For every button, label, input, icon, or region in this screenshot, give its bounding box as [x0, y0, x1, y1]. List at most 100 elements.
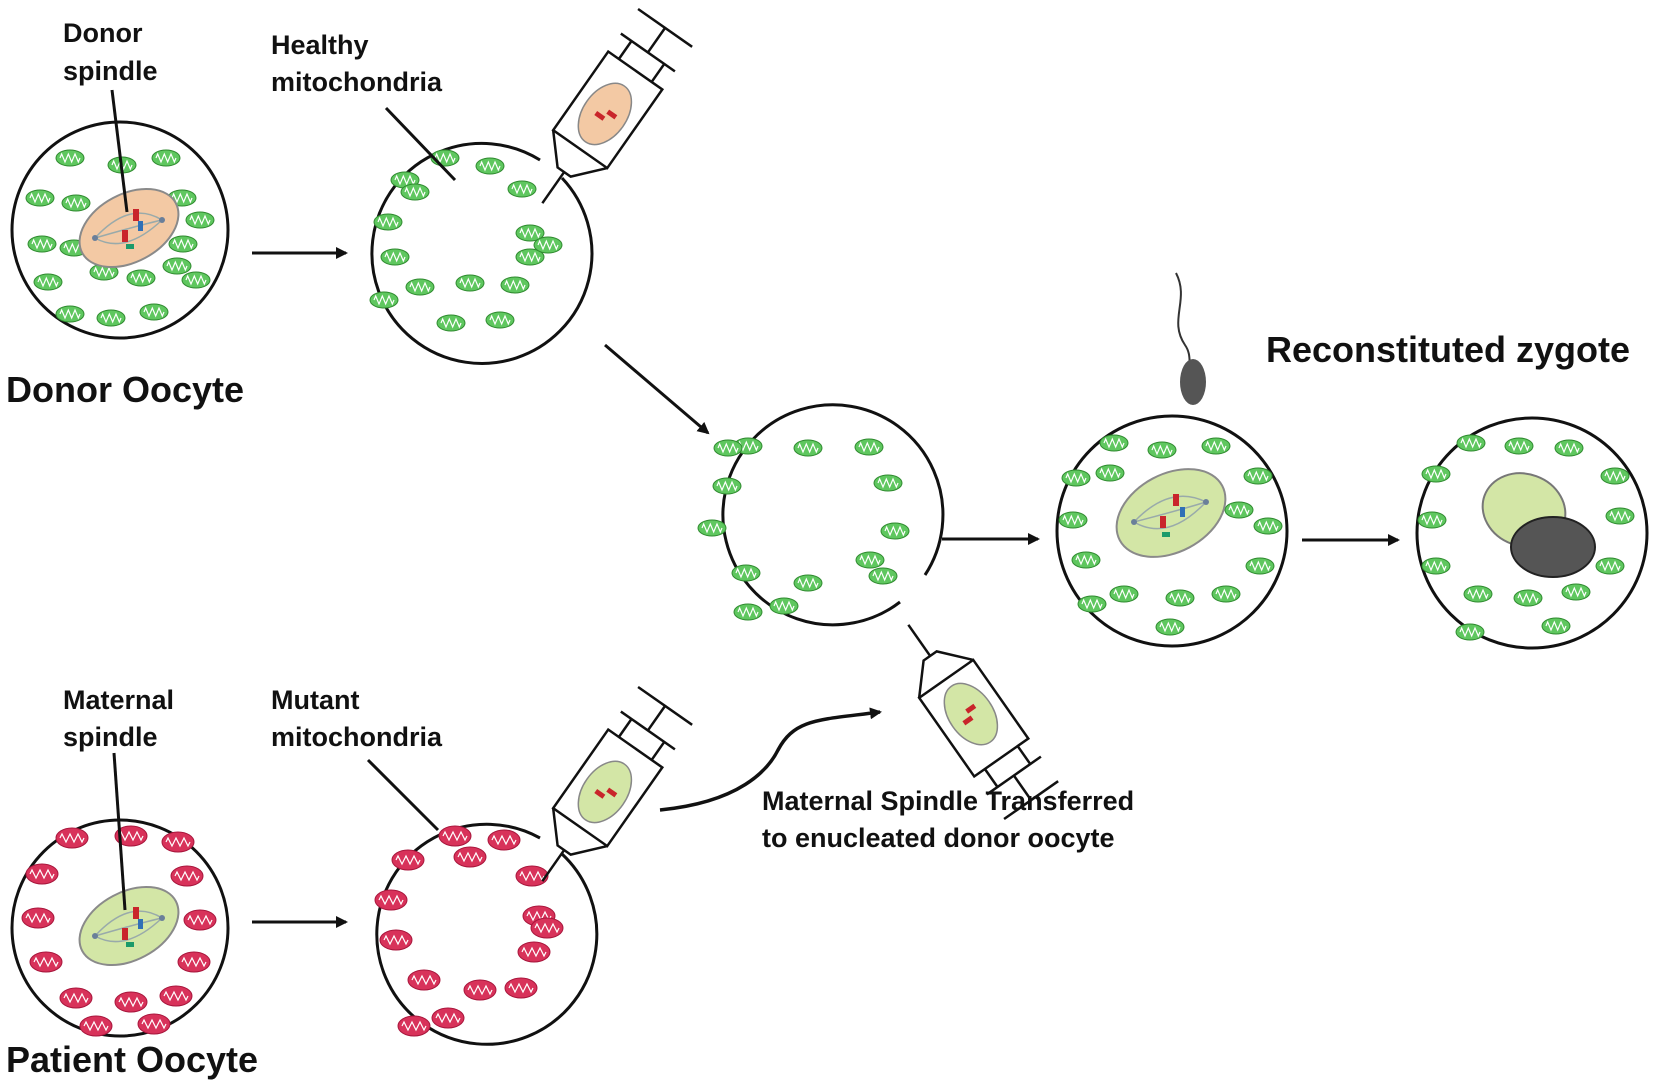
mutant-mitochondrion — [487, 829, 521, 851]
healthy-mitochondrion — [880, 522, 910, 540]
healthy-mitochondrion — [25, 189, 55, 207]
healthy-mitochondrion — [55, 305, 85, 323]
mutant-mitochondrion — [21, 907, 55, 929]
healthy-mitochondrion — [1109, 585, 1139, 603]
mutant-mitochondrion — [374, 889, 408, 911]
mutant-mitochondrion — [504, 977, 538, 999]
mutant-mitochondrion — [170, 865, 204, 887]
healthy-mitochondrion — [436, 314, 466, 332]
transfer-label: Maternal Spindle Transferred to enucleat… — [762, 786, 1142, 853]
healthy-mitochondrion — [1421, 557, 1451, 575]
pipette-icon — [541, 685, 693, 882]
maternal-spindle-label: Maternal spindle — [63, 685, 182, 752]
maternal-spindle-reconstructed — [1115, 468, 1227, 558]
mutant-mitochondrion — [114, 825, 148, 847]
healthy-mitochondrion — [185, 211, 215, 229]
healthy-mitochondrion — [1504, 437, 1534, 455]
healthy-mitochondrion — [868, 567, 898, 585]
mutant-mitochondrion — [29, 951, 63, 973]
mutant-mitochondria — [374, 825, 564, 1037]
sperm-icon — [1175, 272, 1206, 405]
mutant-mitochondrion — [183, 909, 217, 931]
healthy-mitochondrion — [380, 248, 410, 266]
healthy-mitochondrion — [507, 180, 537, 198]
healthy-mitochondrion — [1513, 589, 1543, 607]
healthy-mitochondrion — [139, 303, 169, 321]
healthy-mitochondrion — [1417, 511, 1447, 529]
mutant-mitochondrion — [438, 825, 472, 847]
healthy-mitochondrion — [1561, 583, 1591, 601]
healthy-mitochondrion — [1155, 618, 1185, 636]
healthy-mitochondrion — [181, 271, 211, 289]
mutant-mitochondrion — [59, 987, 93, 1009]
healthy-mitochondrion — [1224, 501, 1254, 519]
healthy-mitochondrion — [1421, 465, 1451, 483]
mutant-mitochondrion — [379, 929, 413, 951]
healthy-mitochondrion — [733, 603, 763, 621]
reconstituted-zygote-title: Reconstituted zygote — [1266, 329, 1630, 370]
mutant-mitochondrion — [161, 831, 195, 853]
mutant-mitochondrion — [177, 951, 211, 973]
healthy-mitochondrion — [697, 519, 727, 537]
healthy-mitochondrion — [1243, 467, 1273, 485]
mutant-mitochondrion — [25, 863, 59, 885]
donor-oocyte-title: Donor Oocyte — [6, 369, 244, 410]
healthy-mitochondrion — [533, 236, 563, 254]
healthy-mitochondria — [697, 437, 910, 621]
healthy-mitochondrion — [713, 439, 743, 457]
healthy-mitochondrion — [793, 439, 823, 457]
curved-arrow-icon — [659, 707, 882, 812]
healthy-mitochondrion — [61, 194, 91, 212]
maternal-spindle — [78, 886, 180, 966]
healthy-mitochondrion — [1099, 434, 1129, 452]
mutant-mitochondrion — [407, 969, 441, 991]
healthy-mitochondrion — [793, 574, 823, 592]
mutant-mitochondrion — [431, 1007, 465, 1029]
healthy-mitochondrion — [873, 474, 903, 492]
mutant-mitochondrion — [530, 917, 564, 939]
healthy-mitochondria — [1417, 434, 1635, 641]
healthy-mitochondria — [369, 149, 563, 332]
healthy-mitochondrion — [405, 278, 435, 296]
healthy-mitochondrion — [1463, 585, 1493, 603]
mutant-mitochondria-label: Mutant mitochondria — [271, 685, 443, 752]
healthy-mitochondrion — [1077, 595, 1107, 613]
healthy-mitochondrion — [1456, 434, 1486, 452]
mutant-mitochondria — [21, 825, 217, 1037]
healthy-mitochondrion — [1147, 441, 1177, 459]
healthy-mitochondrion — [1600, 467, 1630, 485]
healthy-mitochondria — [25, 149, 215, 327]
healthy-mitochondrion — [55, 149, 85, 167]
healthy-mitochondrion — [151, 149, 181, 167]
healthy-mitochondrion — [1061, 469, 1091, 487]
mutant-mitochondrion — [463, 979, 497, 1001]
pipette-icon — [907, 624, 1059, 821]
healthy-mitochondrion — [96, 309, 126, 327]
donor-spindle-label: Donor spindle — [63, 18, 158, 86]
healthy-mitochondrion — [1201, 437, 1231, 455]
mutant-mitochondrion — [391, 849, 425, 871]
mutant-mitochondrion — [137, 1013, 171, 1035]
healthy-mitochondrion — [168, 235, 198, 253]
mutant-mitochondrion — [79, 1015, 113, 1037]
healthy-mitochondrion — [126, 269, 156, 287]
mutant-mitochondrion — [453, 846, 487, 868]
mutant-mitochondrion — [114, 991, 148, 1013]
healthy-mitochondrion — [731, 564, 761, 582]
healthy-mitochondrion — [1165, 589, 1195, 607]
healthy-mitochondrion — [373, 213, 403, 231]
mutant-mitochondrion — [515, 865, 549, 887]
healthy-mitochondrion — [854, 438, 884, 456]
mutant-mitochondrion — [159, 985, 193, 1007]
healthy-mitochondrion — [27, 235, 57, 253]
healthy-mitochondria-label: Healthy mitochondria — [271, 30, 443, 97]
healthy-mitochondrion — [162, 257, 192, 275]
donor-spindle — [78, 188, 180, 268]
healthy-mitochondrion — [1541, 617, 1571, 635]
healthy-mitochondrion — [1605, 507, 1635, 525]
arrow-icon — [604, 343, 710, 435]
healthy-mitochondrion — [1595, 557, 1625, 575]
healthy-mitochondria — [1058, 434, 1283, 636]
healthy-mitochondrion — [400, 183, 430, 201]
